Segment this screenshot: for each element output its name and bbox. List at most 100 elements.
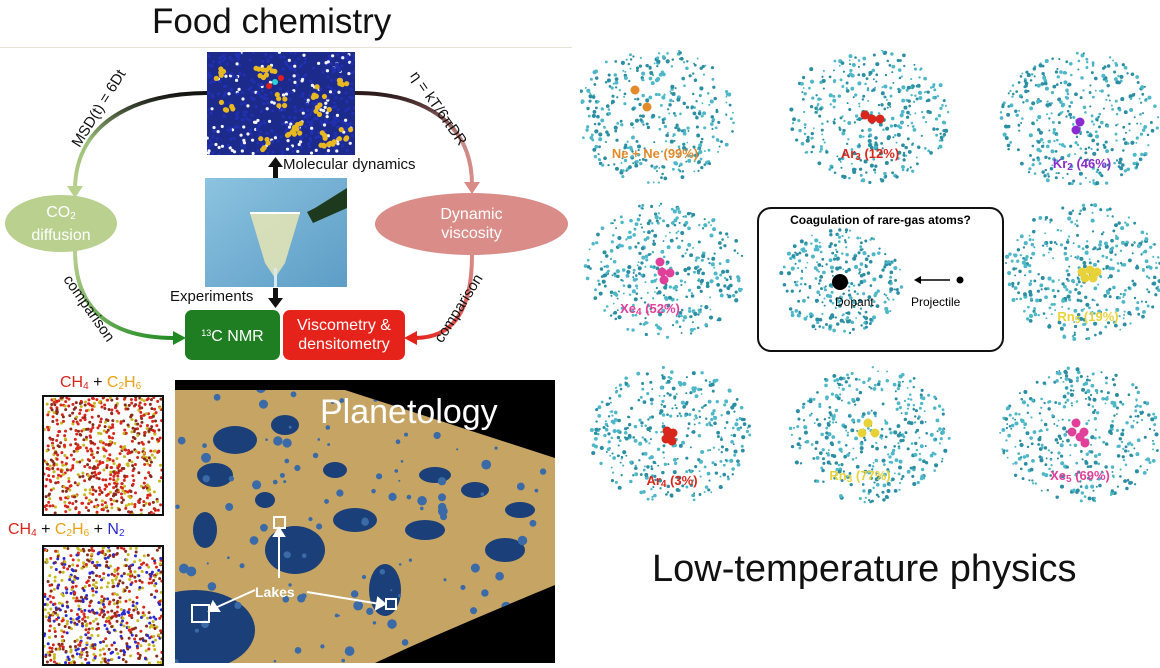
lake-speck: [395, 439, 401, 445]
helium-atom: [712, 446, 716, 449]
helium-atom: [1044, 287, 1048, 291]
ethanol-atom: [282, 96, 288, 102]
helium-atom: [1092, 162, 1094, 165]
helium-atom: [834, 408, 839, 413]
helium-atom: [686, 141, 689, 144]
solvent-atom: [269, 129, 273, 133]
helium-atom: [728, 103, 732, 107]
helium-atom: [895, 407, 899, 411]
molecule-atom: [71, 654, 75, 658]
helium-atom: [676, 53, 680, 56]
helium-atom: [669, 139, 674, 144]
helium-atom: [611, 222, 614, 225]
helium-atom: [932, 406, 937, 410]
molecule-atom: [126, 451, 130, 455]
helium-atom: [1085, 60, 1089, 64]
helium-atom: [825, 395, 829, 400]
helium-atom: [589, 77, 593, 81]
helium-atom: [636, 287, 638, 290]
molecule-atom: [92, 619, 96, 623]
molecule-atom: [157, 439, 161, 443]
molecule-atom: [112, 628, 116, 632]
helium-atom: [662, 451, 665, 454]
helium-atom: [1088, 477, 1093, 482]
molecule-atom: [159, 556, 162, 560]
helium-atom: [844, 443, 848, 447]
helium-atom: [691, 479, 695, 482]
molecule-atom: [154, 617, 158, 621]
solvent-atom: [321, 70, 325, 74]
helium-atom: [896, 424, 901, 428]
molecule-atom: [93, 564, 97, 568]
helium-atom: [913, 452, 918, 457]
helium-atom: [671, 386, 676, 391]
helium-atom: [1043, 446, 1048, 450]
helium-atom: [1023, 85, 1027, 89]
helium-atom: [883, 171, 887, 176]
nmr-box: 13C NMR: [185, 310, 280, 360]
helium-atom: [901, 438, 905, 442]
molecule-atom: [120, 612, 124, 616]
helium-atom: [1077, 280, 1081, 284]
molecule-atom: [123, 491, 127, 495]
helium-atom: [845, 475, 849, 478]
helium-atom: [828, 93, 833, 98]
helium-atom: [700, 137, 704, 141]
solvent-atom: [293, 80, 297, 84]
helium-atom: [1124, 221, 1127, 224]
lake-speck: [394, 469, 399, 473]
helium-atom: [1074, 256, 1077, 259]
solvent-atom: [305, 102, 309, 106]
helium-atom: [899, 431, 902, 434]
helium-atom: [824, 435, 829, 440]
solvent-atom: [302, 53, 306, 57]
arrow-md-to-viscosity: [354, 91, 474, 186]
helium-atom: [902, 151, 906, 155]
molecule-atom: [51, 444, 55, 448]
helium-atom: [713, 421, 717, 426]
helium-atom: [706, 92, 710, 95]
helium-atom: [640, 297, 643, 300]
helium-atom: [667, 463, 670, 466]
solvent-atom: [352, 70, 355, 74]
lake-speck: [227, 556, 230, 560]
molecule-atom: [60, 451, 64, 455]
helium-atom: [725, 269, 730, 274]
molecule-atom: [62, 556, 66, 560]
helium-atom: [1036, 158, 1041, 162]
helium-atom: [839, 160, 842, 163]
helium-atom: [635, 66, 640, 70]
molecule-atom: [98, 653, 102, 657]
helium-atom: [1040, 276, 1045, 281]
lake-speck: [481, 459, 492, 470]
helium-atom: [727, 477, 730, 481]
helium-atom: [1019, 253, 1022, 257]
helium-atom: [801, 75, 806, 80]
molecule-atom: [99, 417, 103, 421]
helium-atom: [851, 458, 855, 461]
helium-atom: [803, 132, 807, 136]
helium-atom: [1153, 104, 1157, 108]
molecule-atom: [150, 407, 154, 411]
helium-atom: [1038, 63, 1043, 68]
helium-atom: [1133, 240, 1136, 243]
molecule-atom: [94, 498, 98, 502]
helium-atom: [934, 117, 939, 121]
molecule-atom: [118, 579, 122, 583]
helium-atom: [1104, 140, 1108, 144]
helium-atom: [620, 306, 624, 310]
helium-atom: [621, 157, 624, 160]
helium-atom: [718, 288, 723, 293]
helium-atom: [1076, 143, 1080, 147]
helium-atom: [1092, 248, 1095, 251]
helium-atom: [906, 386, 909, 389]
molecule-atom: [138, 579, 142, 583]
molecule-atom: [51, 474, 55, 478]
helium-atom: [634, 118, 640, 123]
molecule-atom: [122, 467, 126, 471]
helium-atom: [685, 66, 689, 71]
molecule-atom: [83, 418, 87, 422]
solvent-atom: [260, 88, 264, 93]
helium-atom: [818, 402, 822, 406]
molecule-atom: [100, 503, 104, 507]
